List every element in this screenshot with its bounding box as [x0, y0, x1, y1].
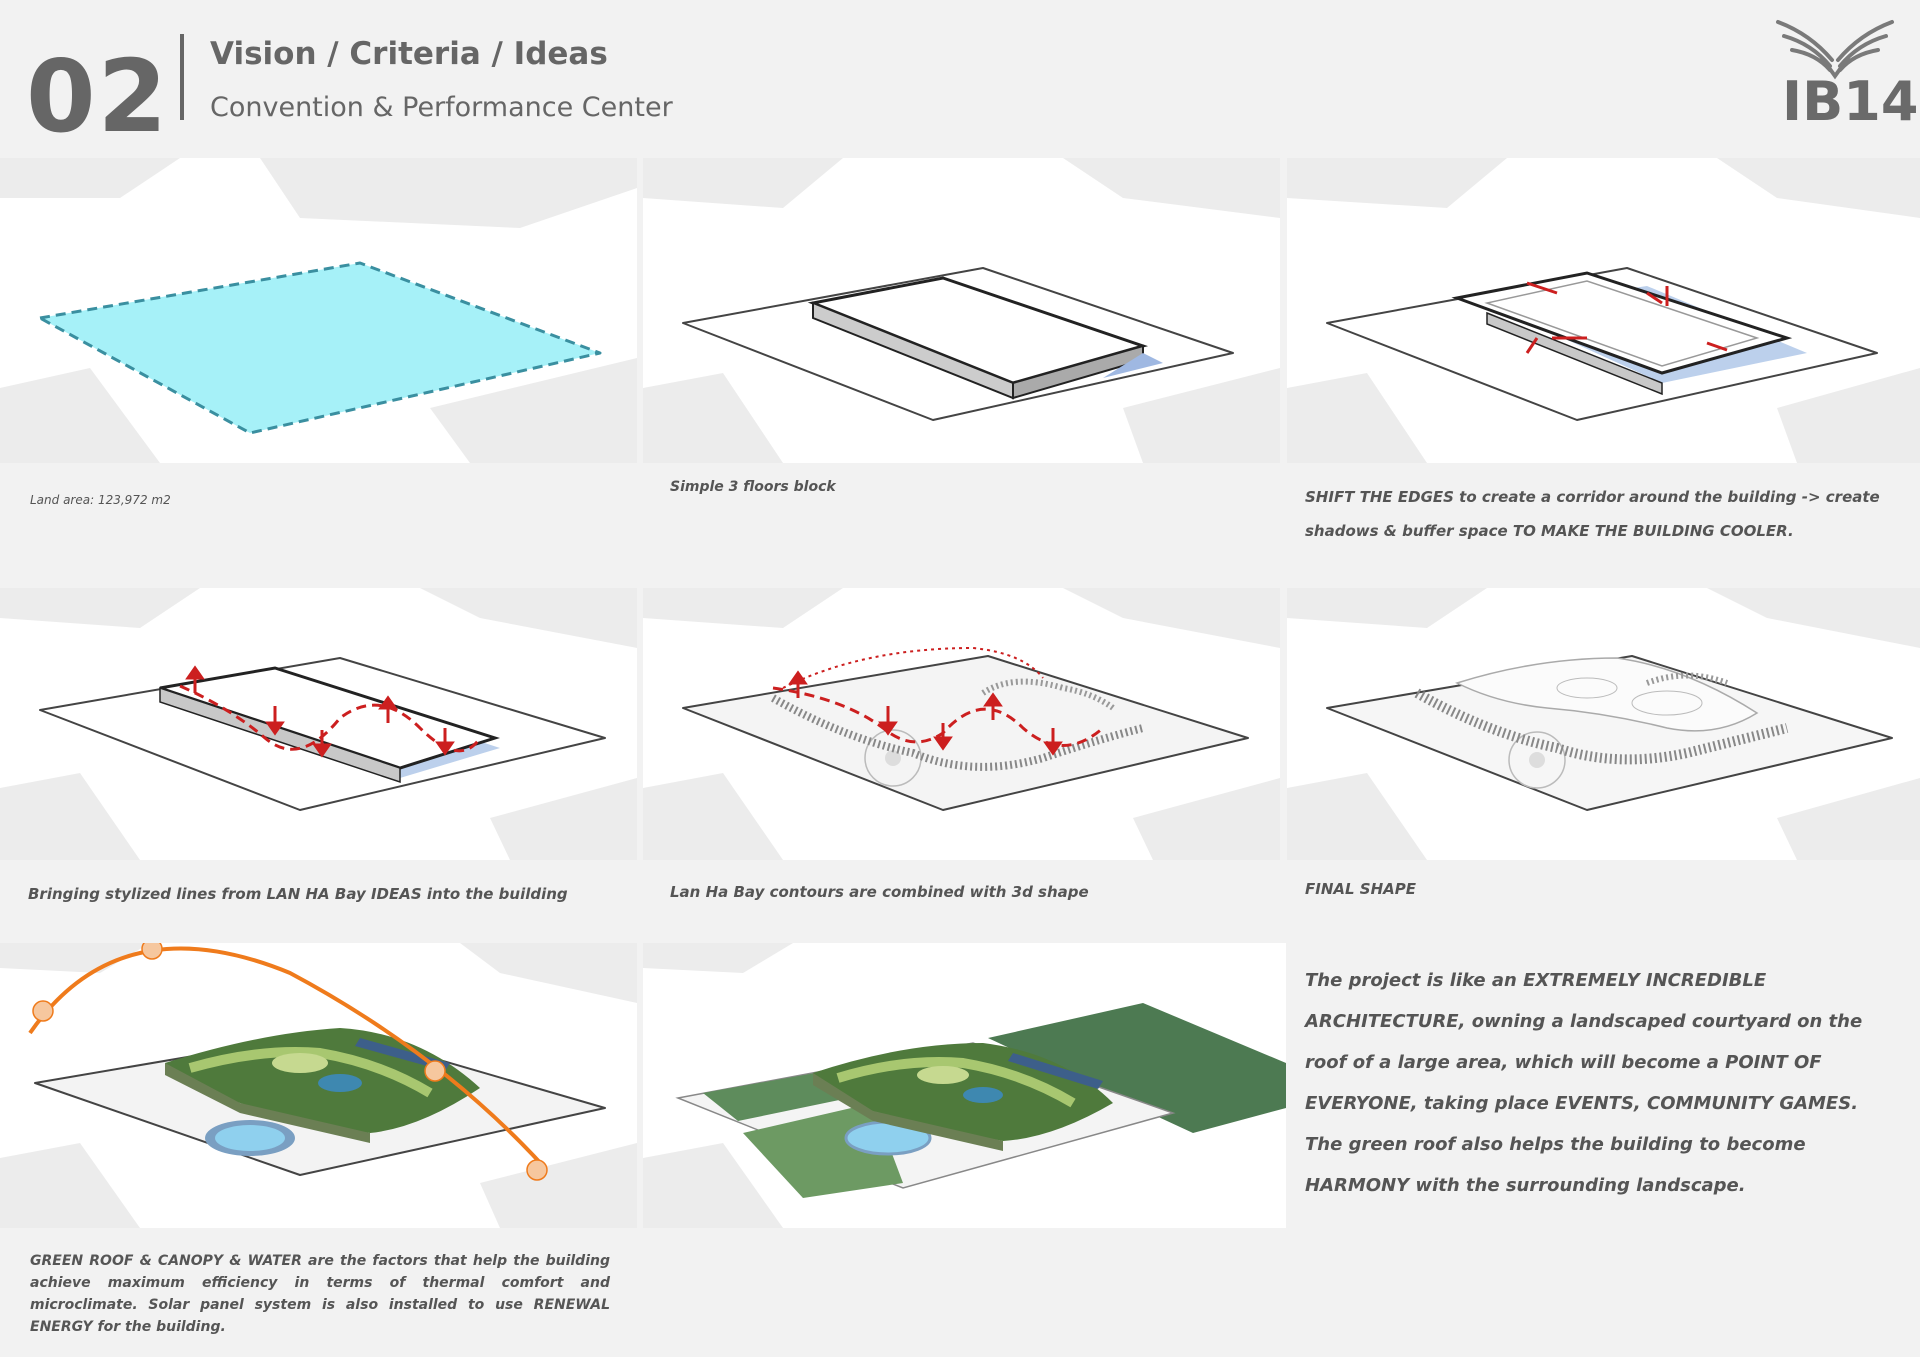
diagram-final-shape	[1287, 588, 1920, 860]
diagram-shift-edges	[1287, 158, 1920, 463]
logo-text: IB14	[1782, 70, 1919, 133]
caption-stylized-lines: Bringing stylized lines from LAN HA Bay …	[28, 885, 568, 903]
caption-final-shape: FINAL SHAPE	[1305, 880, 1416, 898]
header-divider	[180, 34, 184, 120]
caption-green-roof: GREEN ROOF & CANOPY & WATER are the fact…	[30, 1253, 610, 1335]
page-subtitle: Convention & Performance Center	[210, 92, 673, 123]
section-number: 02	[26, 38, 170, 155]
diagram-contours-combined	[643, 588, 1280, 860]
caption-project-summary: The project is like an EXTREMELY INCREDI…	[1305, 970, 1863, 1196]
caption-contours-combined: Lan Ha Bay contours are combined with 3d…	[670, 883, 1089, 901]
diagram-green-roof-sun-path	[0, 943, 637, 1228]
page-title: Vision / Criteria / Ideas	[210, 36, 608, 72]
diagram-land-area	[0, 158, 637, 463]
caption-simple-block: Simple 3 floors block	[670, 479, 836, 495]
diagram-stylized-lines	[0, 588, 637, 860]
caption-land-area: Land area: 123,972 m2	[30, 493, 171, 507]
diagram-landscape-context	[643, 943, 1286, 1228]
wings-logo-icon	[1776, 20, 1894, 80]
diagram-simple-block	[643, 158, 1280, 463]
caption-shift-edges: SHIFT THE EDGES to create a corridor aro…	[1305, 488, 1880, 540]
